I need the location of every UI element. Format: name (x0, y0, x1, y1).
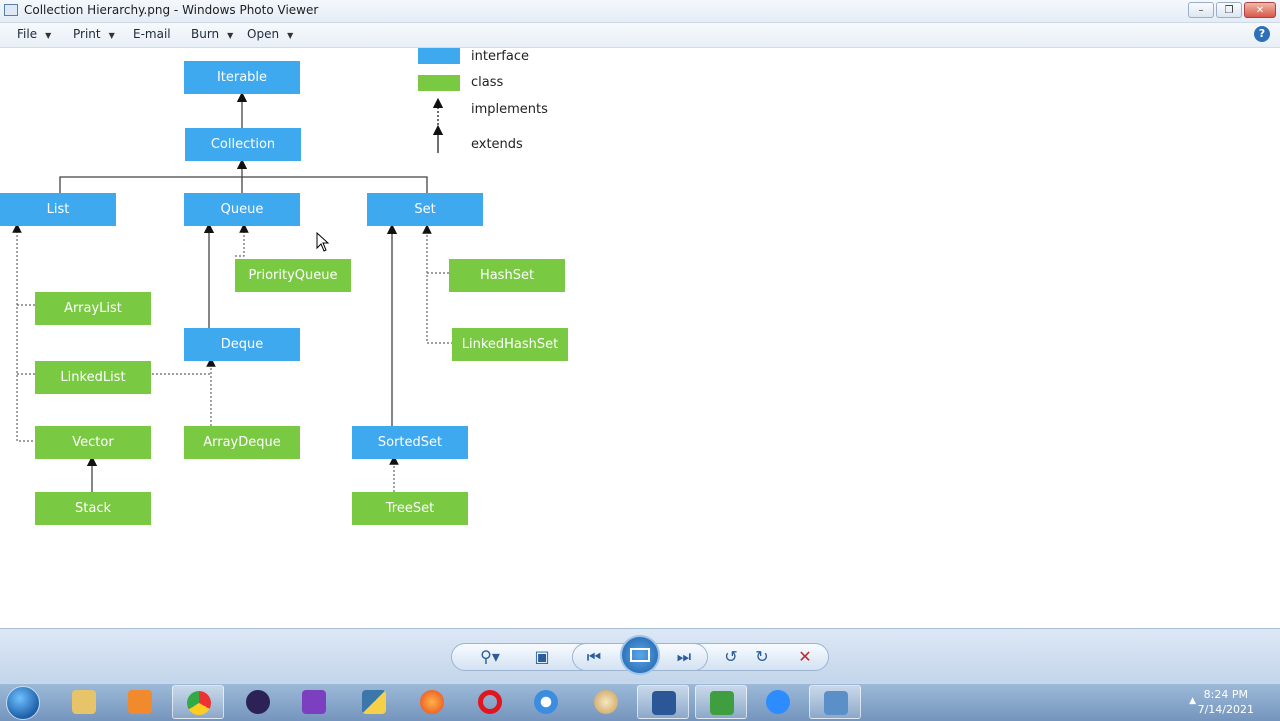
node-set: Set (367, 193, 483, 226)
taskbar-eclipse[interactable] (232, 685, 284, 719)
previous-icon[interactable]: ⏮ (586, 647, 602, 666)
python-icon (362, 690, 386, 714)
taskbar-zoom[interactable] (752, 685, 804, 719)
node-arraylist: ArrayList (35, 292, 151, 325)
delete-icon[interactable]: ✕ (798, 647, 812, 666)
opera-icon (478, 690, 502, 714)
help-icon[interactable]: ? (1254, 26, 1270, 42)
node-arraydeque: ArrayDeque (184, 426, 300, 459)
taskbar-visual-studio[interactable] (288, 685, 340, 719)
slideshow-button[interactable] (620, 635, 660, 675)
burn-menu[interactable]: Burn ▼ (191, 27, 233, 41)
legend-class-swatch (418, 75, 460, 91)
email-menu-label: E-mail (133, 27, 171, 41)
node-sortedset: SortedSet (352, 426, 468, 459)
node-iterable: Iterable (184, 61, 300, 94)
taskbar-chrome-alt[interactable] (520, 685, 572, 719)
burn-menu-label: Burn (191, 27, 220, 41)
chevron-down-icon: ▼ (287, 31, 294, 40)
print-menu[interactable]: Print ▼ (73, 27, 115, 41)
zoom-icon (766, 690, 790, 714)
next-icon[interactable]: ⏭ (676, 647, 692, 666)
rotate-counterclockwise-icon[interactable]: ↺ (724, 647, 738, 666)
taskbar-word[interactable] (637, 685, 689, 719)
mouse-cursor-icon (316, 232, 330, 252)
node-priorityqueue: PriorityQueue (235, 259, 351, 292)
open-menu[interactable]: Open ▼ (247, 27, 293, 41)
taskbar-chrome[interactable] (172, 685, 224, 719)
legend-implements-label: implements (471, 102, 548, 117)
node-stack: Stack (35, 492, 151, 525)
show-hidden-icons-icon[interactable]: ▲ (1189, 696, 1196, 706)
photo-viewer-icon (824, 691, 848, 715)
chevron-down-icon: ▼ (45, 31, 52, 40)
system-clock[interactable]: 8:24 PM 7/14/2021 (1198, 687, 1254, 717)
taskbar-photo-viewer[interactable] (809, 685, 861, 719)
node-hashset: HashSet (449, 259, 565, 292)
print-menu-label: Print (73, 27, 101, 41)
node-linkedhashset: LinkedHashSet (452, 328, 568, 361)
chevron-down-icon: ▼ (227, 31, 234, 40)
node-vector: Vector (35, 426, 151, 459)
node-linkedlist: LinkedList (35, 361, 151, 394)
zoom-icon[interactable]: ⚲▾ (480, 647, 500, 666)
word-icon (652, 691, 676, 715)
eclipse-icon (246, 690, 270, 714)
actual-size-icon[interactable]: ▣ (534, 647, 550, 666)
folder-icon (72, 690, 96, 714)
taskbar-windows-explorer[interactable] (58, 685, 110, 719)
close-button[interactable]: ✕ (1244, 2, 1276, 18)
node-collection: Collection (185, 128, 301, 161)
menu-bar: File ▼ Print ▼ E-mail Burn ▼ Open ▼ ? (0, 23, 1280, 48)
maximize-button[interactable]: ❐ (1216, 2, 1242, 18)
legend-interface-label: interface (471, 49, 529, 64)
firefox-icon (420, 690, 444, 714)
node-deque: Deque (184, 328, 300, 361)
clock-time: 8:24 PM (1203, 688, 1248, 701)
taskbar-opera[interactable] (464, 685, 516, 719)
hierarchy-connectors (12, 91, 452, 492)
photo-viewer-icon (4, 4, 18, 16)
clock-date: 7/14/2021 (1197, 703, 1254, 716)
node-queue: Queue (184, 193, 300, 226)
excel-chart-icon (710, 691, 734, 715)
legend-class-label: class (471, 75, 504, 90)
window-title: Collection Hierarchy.png - Windows Photo… (24, 3, 319, 17)
minimize-button[interactable]: – (1188, 2, 1214, 18)
paint-icon (594, 690, 618, 714)
viewer-controls-bar: ⚲▾ ▣ ⏮ ⏭ ↺ ↻ ✕ (0, 628, 1280, 684)
taskbar-paint[interactable] (580, 685, 632, 719)
visual-studio-icon (302, 690, 326, 714)
media-player-icon (128, 690, 152, 714)
chrome-alt-icon (534, 690, 558, 714)
slideshow-icon (630, 648, 650, 662)
file-menu[interactable]: File ▼ (17, 27, 51, 41)
legend-interface-swatch (418, 48, 460, 64)
taskbar-media-player[interactable] (114, 685, 166, 719)
rotate-clockwise-icon[interactable]: ↻ (755, 647, 769, 666)
taskbar: ▲ 8:24 PM 7/14/2021 (0, 683, 1280, 721)
taskbar-python[interactable] (348, 685, 400, 719)
taskbar-excel-chart[interactable] (695, 685, 747, 719)
node-list: List (0, 193, 116, 226)
file-menu-label: File (17, 27, 38, 41)
open-menu-label: Open (247, 27, 280, 41)
start-button[interactable] (6, 686, 40, 720)
email-menu[interactable]: E-mail (133, 27, 171, 41)
chrome-icon (187, 691, 211, 715)
title-bar: Collection Hierarchy.png - Windows Photo… (0, 0, 1280, 23)
node-treeset: TreeSet (352, 492, 468, 525)
taskbar-firefox[interactable] (406, 685, 458, 719)
legend-extends-label: extends (471, 137, 523, 152)
chevron-down-icon: ▼ (108, 31, 115, 40)
